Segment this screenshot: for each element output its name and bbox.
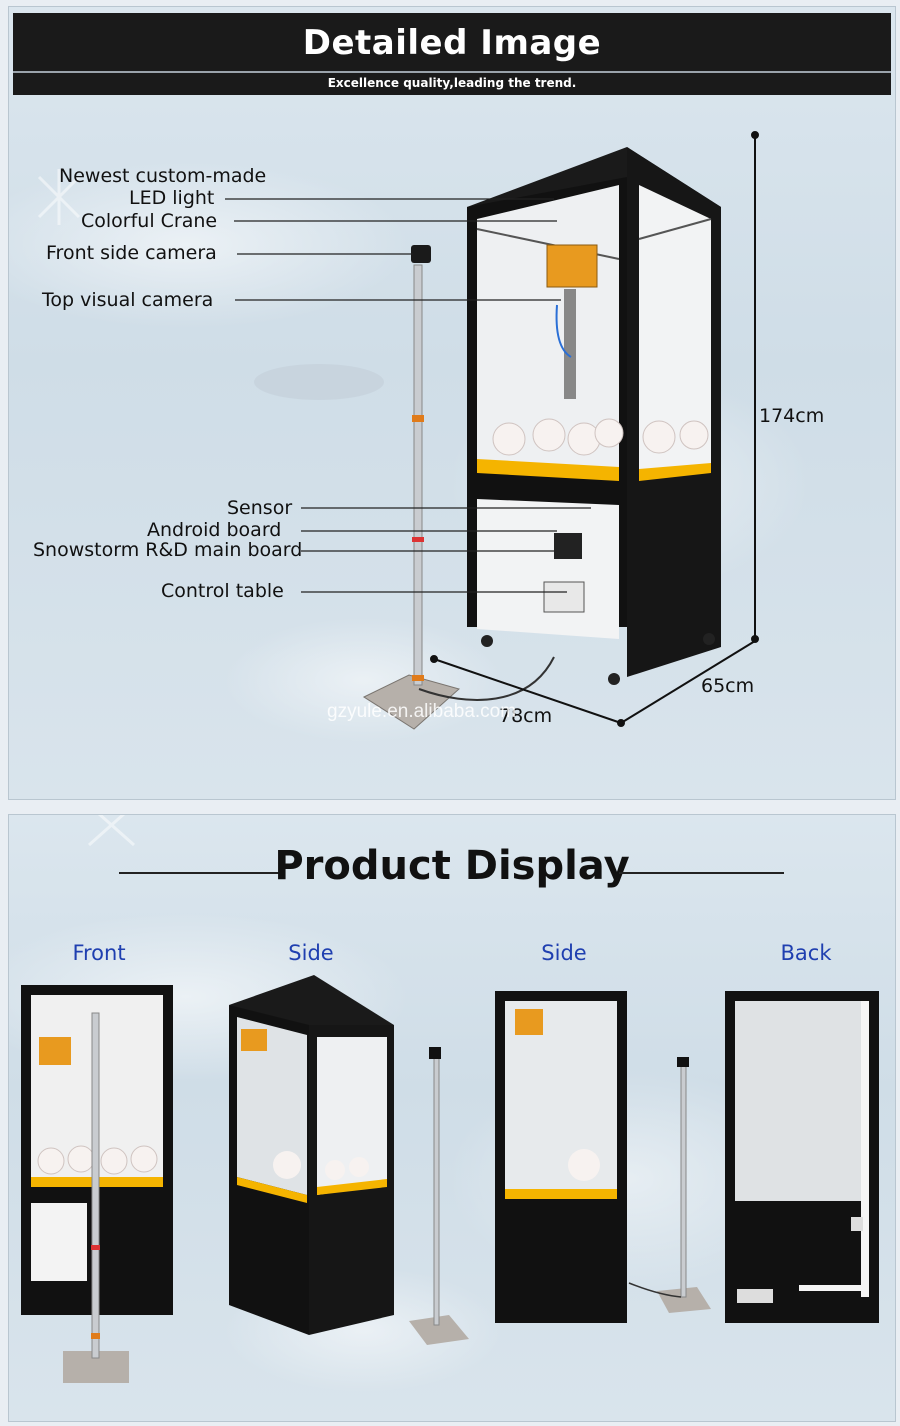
machine-side-view-1 (229, 975, 469, 1345)
callout-led-line1: Newest custom-made (59, 165, 267, 187)
section-title: Detailed Image (302, 23, 602, 63)
product-views (21, 815, 879, 1383)
callout-main-board: Snowstorm R&D main board (33, 539, 303, 561)
dimension-width: 78cm (499, 705, 553, 727)
callout-front-camera: Front side camera (46, 242, 217, 264)
claw-machine-diagram (37, 131, 759, 730)
cabinet (467, 147, 721, 685)
callout-led-line2: LED light (129, 187, 215, 209)
camera-stand (362, 245, 555, 730)
product-display-panel: Product Display Front Side Side Back (8, 814, 896, 1422)
dimension-lines (430, 131, 759, 727)
machine-front-view (21, 985, 173, 1383)
camera-icon (411, 245, 431, 263)
cloud-shape (254, 364, 384, 400)
callout-crane: Colorful Crane (81, 210, 218, 232)
section-header: Detailed Image Excellence quality,leadin… (13, 13, 891, 95)
callout-leaders (225, 198, 591, 593)
view-label-side-1: Side (288, 941, 334, 965)
dimension-height: 174cm (759, 405, 825, 427)
title-rule-right (619, 872, 784, 874)
dimension-depth: 65cm (701, 675, 755, 697)
detailed-image-panel: Detailed Image Excellence quality,leadin… (8, 6, 896, 800)
subtitle-strip: Excellence quality,leading the trend. (13, 71, 891, 95)
callout-top-camera: Top visual camera (42, 289, 214, 311)
snowflake-icon (37, 169, 81, 225)
machine-back-view (725, 991, 879, 1323)
snowflake-icon (88, 815, 135, 847)
title-rule-left (119, 872, 284, 874)
view-label-front: Front (72, 941, 126, 965)
callout-control-table: Control table (161, 580, 284, 602)
crane-head (546, 244, 598, 288)
machine-side-view-2 (495, 991, 711, 1323)
watermark: gzyule.en.alibaba.com (327, 701, 517, 722)
view-label-back: Back (780, 941, 832, 965)
callout-android-board: Android board (147, 519, 282, 541)
view-label-side-2: Side (541, 941, 587, 965)
callout-sensor: Sensor (227, 497, 293, 519)
display-title: Product Display (274, 843, 630, 889)
section-subtitle: Excellence quality,leading the trend. (327, 76, 577, 90)
